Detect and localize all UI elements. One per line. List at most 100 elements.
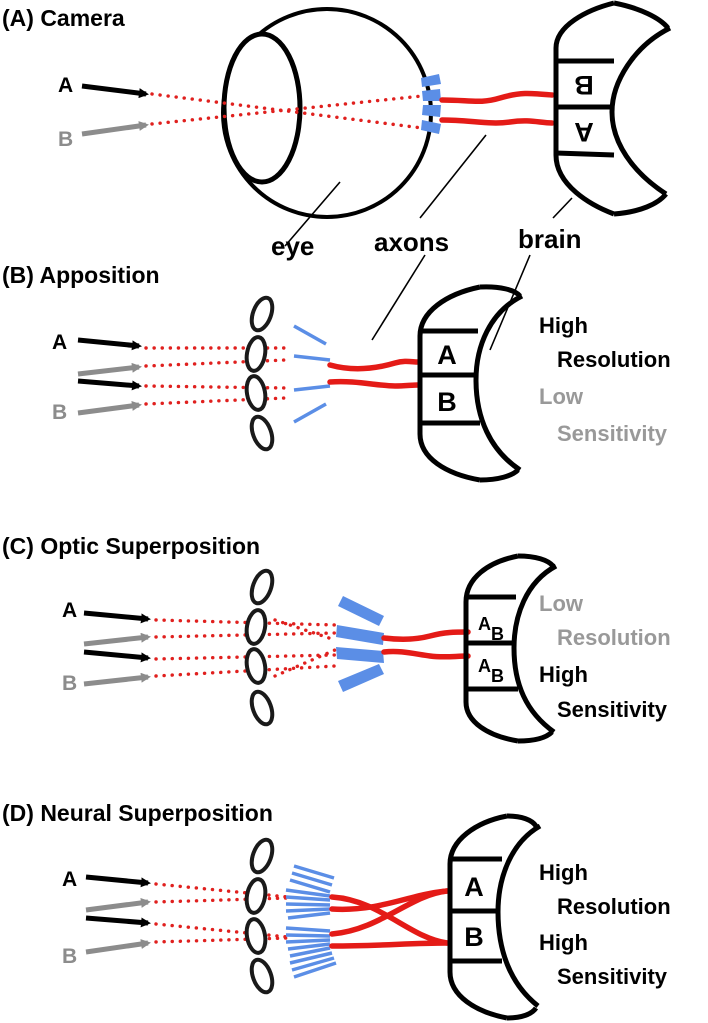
brain-letter-top: B [574, 70, 594, 100]
panel-b-title: (B) Apposition [2, 262, 160, 288]
verdict-line-2: Resolution [557, 894, 671, 919]
retina-photoreceptor [422, 105, 441, 117]
verdict-line-3: High [539, 662, 588, 687]
brain-outline [613, 192, 668, 217]
ray-b-to-retina [150, 94, 424, 126]
arrow-a-lower [83, 649, 151, 663]
verdict-line-1: Low [539, 591, 584, 616]
rhabdomere-bundle [285, 926, 331, 951]
arrow-b-label: B [62, 945, 77, 968]
rhabdom [293, 354, 331, 362]
panel-c: (C) Optic Superposition A B A B A B [2, 533, 671, 744]
arrow-a [81, 83, 149, 99]
brain-letter-bottom: B [464, 922, 484, 952]
arrow-a [85, 874, 151, 888]
arrow-a [83, 610, 151, 624]
ray [154, 618, 337, 627]
ray [154, 936, 290, 944]
panel-d: (D) Neural Superposition A B [2, 800, 671, 1021]
axons-leader-b [371, 254, 426, 341]
verdict-line-4: Sensitivity [557, 964, 668, 989]
arrow-b [85, 939, 151, 955]
verdict-line-2: Resolution [557, 347, 671, 372]
facet-lens [244, 647, 268, 685]
arrow-a-label: A [58, 74, 73, 97]
eye-leader [284, 181, 341, 247]
arrow-a-label: A [62, 599, 77, 622]
camera-lens [221, 31, 303, 185]
axon-top [381, 629, 471, 643]
axon-bottom [327, 378, 421, 389]
brain-outline [553, 0, 615, 217]
brain-outline [506, 1006, 539, 1021]
arrow-a-lower [85, 915, 151, 928]
axon-top [327, 358, 421, 372]
verdict-line-3: Low [539, 384, 584, 409]
verdict-line-3: High [539, 930, 588, 955]
brain-outline [479, 468, 520, 483]
brain-outline [506, 813, 539, 828]
eye-callout: eye [271, 231, 314, 261]
axon [329, 888, 450, 937]
rhabdom [338, 664, 384, 692]
axon-top [439, 90, 555, 105]
axon [329, 894, 450, 946]
rhabdom [293, 384, 331, 392]
brain-divider [555, 150, 615, 158]
ray [144, 384, 287, 390]
arrow-b-label: B [52, 401, 67, 424]
facet-lens [244, 917, 268, 955]
ray-a-to-retina [150, 92, 424, 130]
facet-lens [244, 374, 268, 412]
ray [273, 618, 337, 642]
facet-lens [244, 608, 268, 646]
axons-leader [419, 134, 487, 219]
callouts: eye axons brain [271, 134, 582, 351]
brain-outline [517, 730, 554, 744]
brain-outline [463, 553, 519, 744]
arrow-b-upper [83, 632, 151, 647]
brain-inner-outline [495, 823, 542, 1008]
brain-letter-top-sub: B [491, 624, 504, 644]
ray [273, 648, 337, 678]
arrow-b [77, 400, 142, 416]
panel-c-title: (C) Optic Superposition [2, 533, 260, 559]
arrow-b-upper [85, 897, 151, 913]
rhabdom [293, 324, 327, 346]
brain-callout: brain [518, 224, 582, 254]
arrow-b-upper [77, 362, 142, 377]
brain-outline [447, 813, 508, 1021]
ray [154, 922, 290, 939]
facet-lens [249, 414, 275, 452]
verdict-line-4: Sensitivity [557, 697, 668, 722]
axon-bottom [439, 117, 555, 126]
brain-outline [517, 553, 555, 568]
brain-leader [552, 197, 573, 219]
facet-lens [249, 568, 275, 606]
facet-lens [249, 295, 275, 333]
brain-outline [417, 284, 481, 483]
brain-inner-outline [511, 563, 558, 735]
ray [154, 664, 337, 678]
arrow-b [83, 672, 151, 687]
facet-lens [249, 837, 275, 875]
ray [154, 896, 290, 904]
brain-letter-bottom-main: A [478, 656, 491, 676]
arrow-b-label: B [58, 128, 73, 151]
rhabdomere-bundle [285, 895, 331, 920]
ray [144, 358, 287, 368]
verdict-line-1: High [539, 860, 588, 885]
facet-lens [244, 877, 268, 915]
rhabdom [336, 625, 384, 645]
brain-letter-top-main: A [478, 614, 491, 634]
brain-letter-bottom-sub: B [491, 666, 504, 686]
brain-letter-bottom: A [574, 117, 594, 147]
axon-bottom [381, 648, 471, 660]
facet-lens [249, 957, 275, 995]
verdict-line-1: High [539, 313, 588, 338]
brain-inner-outline [473, 293, 524, 473]
facet-lens [244, 335, 268, 373]
arrow-a [77, 337, 142, 351]
ray [144, 396, 287, 406]
